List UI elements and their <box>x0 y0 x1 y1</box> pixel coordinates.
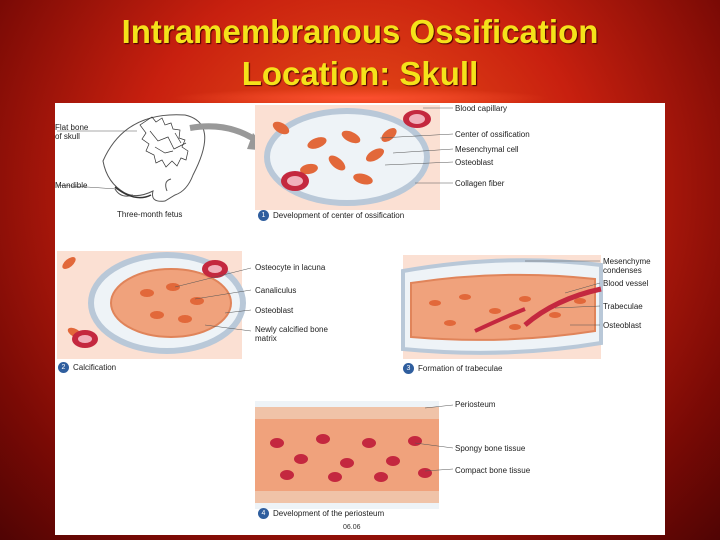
label-mandible: Mandible <box>55 181 88 190</box>
label-blood-vessel: Blood vessel <box>603 279 649 288</box>
flat-bone-network <box>139 116 189 168</box>
slide-title: Intramembranous Ossification <box>121 13 599 50</box>
fetus-head-drawing <box>102 114 206 202</box>
figure-number: 06.06 <box>343 524 361 531</box>
label-collagen-fiber: Collagen fiber <box>455 179 505 188</box>
step-badge: 4 <box>258 508 269 520</box>
label-osteoblast-2: Osteoblast <box>255 306 294 315</box>
label-trabeculae: Trabeculae <box>603 302 643 311</box>
ossification-illustration <box>56 105 603 509</box>
label-mesenchymal-cell: Mesenchymal cell <box>455 145 519 154</box>
step4-illustration <box>255 401 439 509</box>
zoom-arrow <box>189 123 262 146</box>
label-osteoblast-1: Osteoblast <box>455 158 494 167</box>
step-badge: 1 <box>258 210 269 222</box>
caption-fetus: Three-month fetus <box>117 210 183 219</box>
label-canaliculus: Canaliculus <box>255 286 297 295</box>
label-blood-capillary: Blood capillary <box>455 104 508 113</box>
label-osteoblast-3: Osteoblast <box>603 321 642 330</box>
label-compact-bone: Compact bone tissue <box>455 466 531 475</box>
step-badge: 2 <box>58 362 69 374</box>
step-badge: 3 <box>403 363 414 375</box>
step3-illustration <box>401 255 603 359</box>
mandible-bone <box>114 186 152 199</box>
step2-illustration <box>57 251 246 359</box>
label-spongy-bone: Spongy bone tissue <box>455 444 526 453</box>
label-osteocyte-in-lacuna: Osteocyte in lacuna <box>255 263 326 272</box>
slide-subtitle: Location: Skull <box>241 55 479 92</box>
step1-illustration <box>255 105 440 210</box>
label-periosteum: Periosteum <box>455 400 496 409</box>
label-center-of-ossification: Center of ossification <box>455 130 530 139</box>
